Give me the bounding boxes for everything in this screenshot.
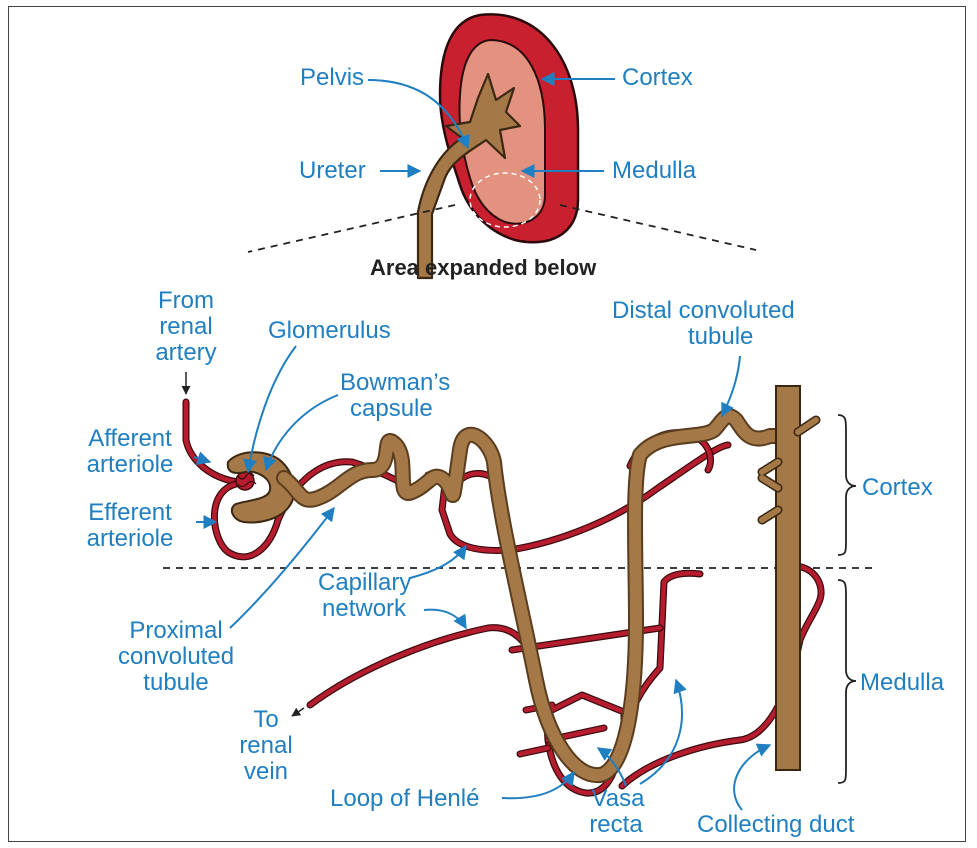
to-renal-vein-line2: renal xyxy=(239,732,292,759)
glomerulus-tuft xyxy=(236,472,256,490)
to-renal-vein-line3: vein xyxy=(244,758,288,785)
to-renal-vein-line1: To xyxy=(253,706,278,733)
medulla-label: Medulla xyxy=(860,669,945,696)
bowmans-capsule-line1: Bowman’s xyxy=(340,369,450,396)
loop-of-henle-label: Loop of Henlé xyxy=(330,785,479,812)
efferent-arteriole-line2: arteriole xyxy=(87,525,174,552)
capillary-network-pointer-upper xyxy=(410,546,466,578)
proximal-convoluted-tubule-line1: Proximal xyxy=(129,617,222,644)
collecting-duct xyxy=(776,386,800,770)
medulla-label-top: Medulla xyxy=(612,157,697,184)
kidney-illustration xyxy=(418,14,578,278)
zoom-line-right xyxy=(560,205,756,250)
ureter-label: Ureter xyxy=(299,157,366,184)
collecting-duct-pointer xyxy=(734,745,770,810)
medulla-bracket xyxy=(838,580,856,783)
proximal-convoluted-tubule-line2: convoluted xyxy=(118,643,234,670)
efferent-arteriole-line1: Efferent xyxy=(88,499,172,526)
from-renal-artery-line2: renal xyxy=(159,313,212,340)
vasa-recta-line2: recta xyxy=(589,811,643,838)
distal-convoluted-tubule-line2: tubule xyxy=(688,323,753,350)
to-renal-vein-pointer xyxy=(292,708,304,716)
proximal-convoluted-tubule-line3: tubule xyxy=(143,669,208,696)
cortex-label: Cortex xyxy=(862,474,933,501)
afferent-arteriole-line1: Afferent xyxy=(88,425,172,452)
distal-convoluted-tubule-line1: Distal convoluted xyxy=(612,297,795,324)
capillary-network-pointer-lower xyxy=(424,610,466,628)
pelvis-label: Pelvis xyxy=(300,64,364,91)
capillary-network-line2: network xyxy=(322,595,407,622)
afferent-arteriole-line2: arteriole xyxy=(87,451,174,478)
from-renal-artery-line3: artery xyxy=(155,339,216,366)
distal-convoluted-tubule-pointer xyxy=(722,356,740,416)
collecting-duct-label: Collecting duct xyxy=(697,811,855,838)
area-expanded-caption: Area expanded below xyxy=(370,255,597,280)
cortex-label-top: Cortex xyxy=(622,64,693,91)
glomerulus-label: Glomerulus xyxy=(268,317,391,344)
vasa-recta-line1: Vasa xyxy=(592,785,646,812)
bowmans-capsule-line2: capsule xyxy=(350,395,433,422)
capillary-network-line1: Capillary xyxy=(318,569,411,596)
from-renal-artery-line1: From xyxy=(158,287,214,314)
cortex-bracket xyxy=(838,415,856,555)
